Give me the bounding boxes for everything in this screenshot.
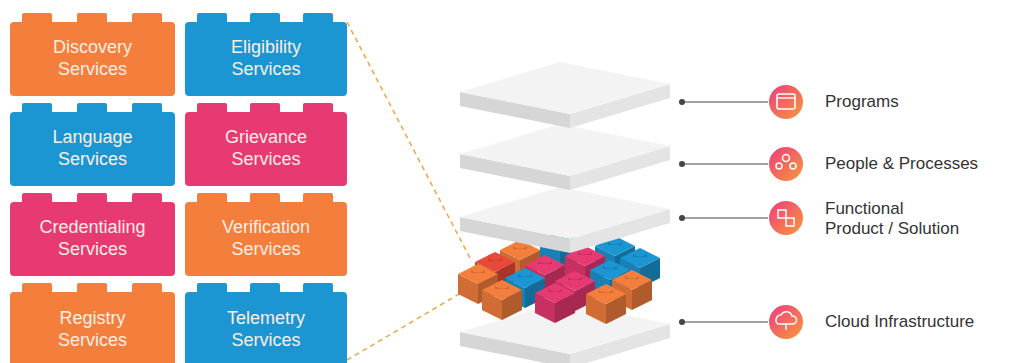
layer-icons <box>769 85 803 339</box>
service-brick: Discovery Services <box>10 22 175 96</box>
service-brick: Verification Services <box>185 202 347 276</box>
brick-label: Discovery Services <box>29 37 157 80</box>
service-brick: Grievance Services <box>185 112 347 186</box>
brick-label: Registry Services <box>29 308 157 351</box>
layer-stack <box>458 62 670 363</box>
service-brick: Registry Services <box>10 292 175 363</box>
brick-label: Verification Services <box>202 217 330 260</box>
layer-label: Programs <box>825 92 1005 112</box>
layer-label: People & Processes <box>825 154 1010 174</box>
service-brick: Eligibility Services <box>185 22 347 96</box>
brick-label: Language Services <box>29 127 157 170</box>
brick-studs <box>22 13 333 294</box>
brick-label: Eligibility Services <box>202 37 330 80</box>
brick-label: Credentialing Services <box>29 217 157 260</box>
brick-label: Telemetry Services <box>202 308 330 351</box>
brick-label: Grievance Services <box>202 127 330 170</box>
service-brick: Language Services <box>10 112 175 186</box>
leader-dots <box>679 99 685 325</box>
zoom-lines <box>347 22 470 360</box>
layer-leaders <box>682 102 768 322</box>
layer-label: Cloud Infrastructure <box>825 312 1010 332</box>
layer-label: Functional Product / Solution <box>825 199 965 240</box>
service-brick: Telemetry Services <box>185 292 347 363</box>
service-brick: Credentialing Services <box>10 202 175 276</box>
